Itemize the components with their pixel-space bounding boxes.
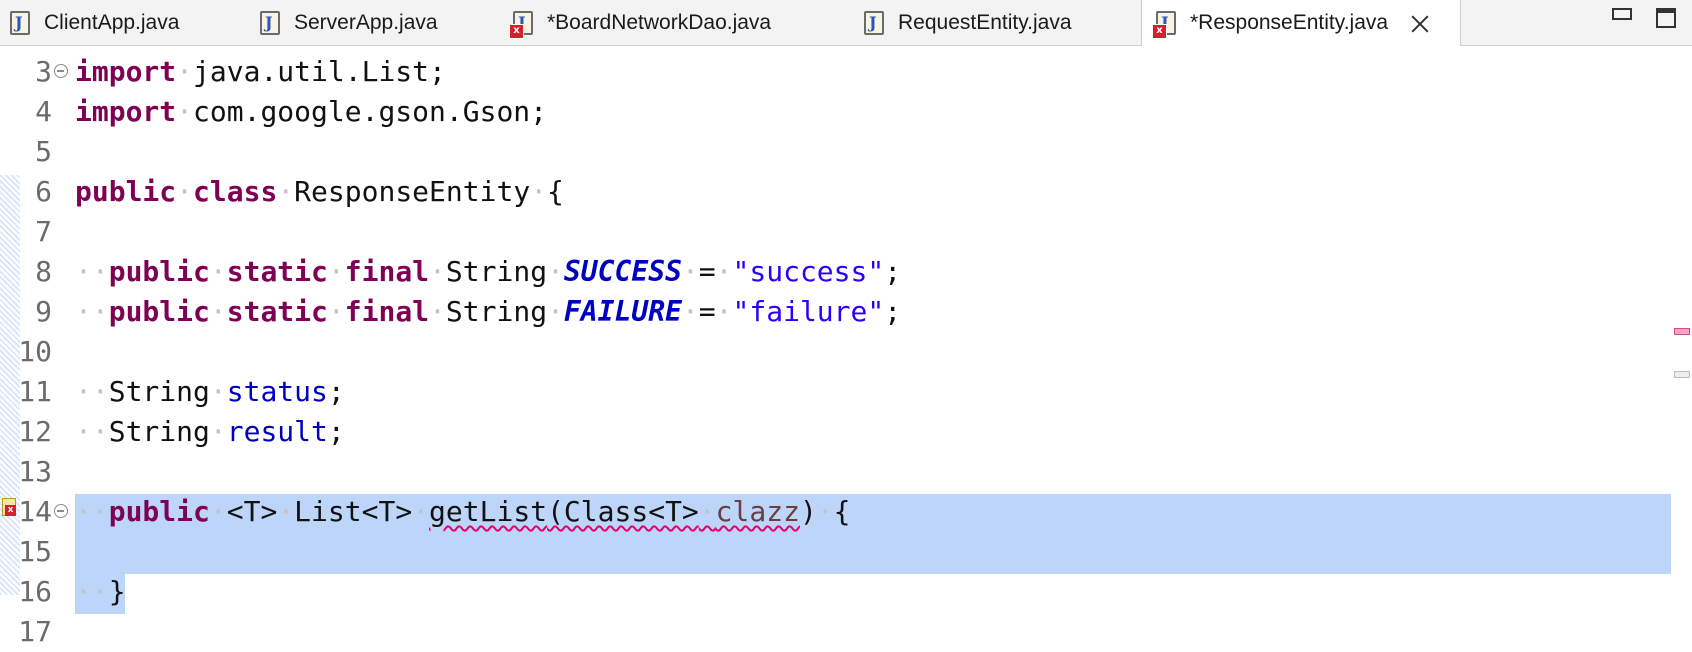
keyword: static bbox=[226, 255, 328, 288]
keyword: public bbox=[75, 175, 177, 208]
keyword: static bbox=[226, 295, 328, 328]
code-token: { bbox=[833, 495, 851, 528]
type-name: String bbox=[108, 375, 210, 408]
code-line-10: 10 bbox=[0, 332, 1692, 372]
tab-requestentity[interactable]: J RequestEntity.java bbox=[864, 0, 1072, 45]
method-name: getList bbox=[429, 495, 548, 528]
code-line-8: 8 ··public·static·final·String·SUCCESS·=… bbox=[0, 252, 1692, 292]
code-line-13: 13 bbox=[0, 452, 1692, 492]
keyword: class bbox=[193, 175, 278, 208]
keyword: final bbox=[344, 295, 430, 328]
java-file-icon: J bbox=[864, 10, 884, 35]
keyword: import bbox=[75, 95, 177, 128]
code-token: ; bbox=[327, 415, 345, 448]
line-number: 14 bbox=[18, 495, 52, 528]
keyword: final bbox=[344, 255, 430, 288]
class-name: ResponseEntity bbox=[294, 175, 531, 208]
constant-field: FAILURE bbox=[563, 295, 682, 328]
selection-highlight-end bbox=[75, 574, 125, 614]
code-token: ; bbox=[884, 255, 902, 288]
line-number: 8 bbox=[35, 255, 52, 288]
type-name: List<T> bbox=[294, 495, 413, 528]
code-token: ) bbox=[799, 495, 817, 528]
code-line-5: 5 bbox=[0, 132, 1692, 172]
keyword: public bbox=[108, 295, 210, 328]
line-number: 9 bbox=[35, 295, 52, 328]
code-line-3: 3 import·java.util.List; bbox=[0, 52, 1692, 92]
java-file-icon: J bbox=[260, 10, 280, 35]
change-bar bbox=[0, 175, 20, 595]
line-number: 15 bbox=[18, 535, 52, 568]
line-number: 16 bbox=[18, 575, 52, 608]
operator: = bbox=[698, 255, 716, 288]
minimize-icon[interactable] bbox=[1612, 8, 1632, 20]
keyword: public bbox=[108, 495, 210, 528]
constant-field: SUCCESS bbox=[563, 255, 682, 288]
tab-label: *ResponseEntity.java bbox=[1190, 11, 1389, 34]
field-name: result bbox=[226, 415, 328, 448]
keyword: public bbox=[108, 255, 210, 288]
selection-highlight bbox=[75, 494, 1671, 574]
field-name: status bbox=[226, 375, 328, 408]
code-line-7: 7 bbox=[0, 212, 1692, 252]
java-file-icon: J bbox=[10, 10, 30, 35]
code-line-11: 11 ··String·status; bbox=[0, 372, 1692, 412]
line-number: 17 bbox=[18, 615, 52, 648]
maximize-icon[interactable] bbox=[1656, 8, 1676, 28]
line-number: 6 bbox=[35, 175, 52, 208]
line-number: 12 bbox=[18, 415, 52, 448]
close-tab-icon[interactable] bbox=[1410, 13, 1430, 33]
line-number: 7 bbox=[35, 215, 52, 248]
code-editor[interactable]: 3 import·java.util.List; 4 import·com.go… bbox=[0, 45, 1692, 648]
code-token: ; bbox=[884, 295, 902, 328]
code-token: } bbox=[108, 575, 126, 608]
code-line-4: 4 import·com.google.gson.Gson; bbox=[0, 92, 1692, 132]
type-name: String bbox=[445, 255, 548, 288]
tab-label: *BoardNetworkDao.java bbox=[547, 10, 772, 34]
tab-label: ServerApp.java bbox=[294, 10, 438, 34]
tab-clientapp[interactable]: J ClientApp.java bbox=[10, 0, 179, 45]
code-token: <T> bbox=[226, 495, 278, 528]
code-line-17: 17 bbox=[0, 612, 1692, 652]
code-line-6: 6 public·class·ResponseEntity·{ bbox=[0, 172, 1692, 212]
code-token: java.util.List; bbox=[193, 55, 446, 88]
line-number: 5 bbox=[35, 135, 52, 168]
code-token: (Class<T> bbox=[547, 495, 699, 528]
parameter-name: clazz bbox=[715, 495, 800, 528]
keyword: import bbox=[75, 55, 177, 88]
string-literal: "failure" bbox=[732, 295, 885, 328]
fold-collapse-icon[interactable] bbox=[54, 64, 68, 78]
code-line-12: 12 ··String·result; bbox=[0, 412, 1692, 452]
code-line-16: 16 ··} bbox=[0, 572, 1692, 612]
line-number: 11 bbox=[18, 375, 52, 408]
line-number: 3 bbox=[35, 55, 52, 88]
tab-label: RequestEntity.java bbox=[898, 10, 1072, 34]
overview-error-mark[interactable] bbox=[1674, 328, 1690, 335]
overview-occurrence-mark[interactable] bbox=[1674, 371, 1690, 378]
code-token: ; bbox=[327, 375, 345, 408]
line-number: 10 bbox=[18, 335, 52, 368]
tab-label: ClientApp.java bbox=[44, 10, 180, 34]
code-line-14: 14 ··public·<T>·List<T>·getList(Class<T>… bbox=[0, 492, 1692, 532]
fold-collapse-icon[interactable] bbox=[54, 504, 68, 518]
code-token: com.google.gson.Gson; bbox=[193, 95, 548, 128]
type-name: String bbox=[108, 415, 210, 448]
code-token: { bbox=[547, 175, 564, 208]
operator: = bbox=[698, 295, 716, 328]
string-literal: "success" bbox=[732, 255, 885, 288]
line-number: 13 bbox=[18, 455, 52, 488]
tab-serverapp[interactable]: J ServerApp.java bbox=[260, 0, 438, 45]
error-marker-icon[interactable] bbox=[2, 498, 16, 516]
code-line-15: 15 bbox=[0, 532, 1692, 572]
code-line-9: 9 ··public·static·final·String·FAILURE·=… bbox=[0, 292, 1692, 332]
type-name: String bbox=[445, 295, 548, 328]
line-number: 4 bbox=[35, 95, 52, 128]
